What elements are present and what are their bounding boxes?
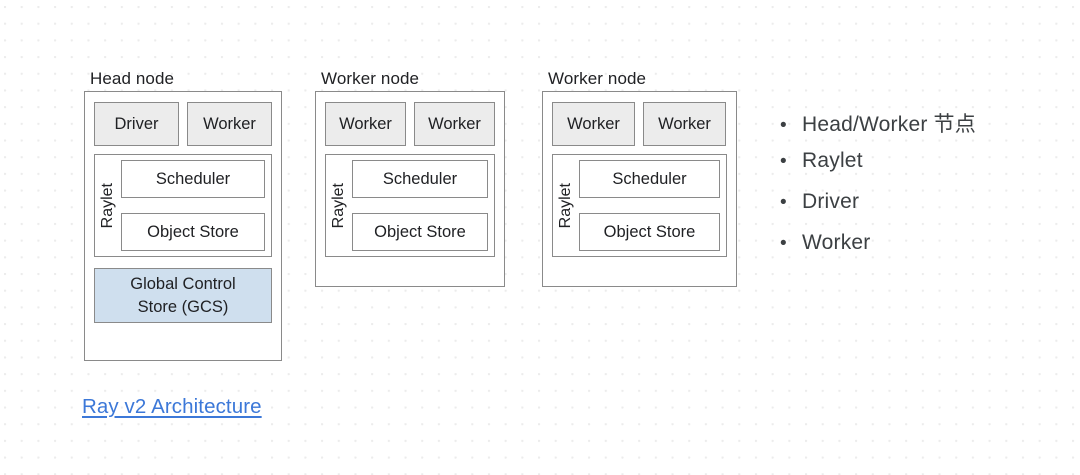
raylet-label-text: Raylet [330,182,347,229]
raylet-label-text: Raylet [99,182,116,229]
head-node-process-row: Driver Worker [94,102,272,146]
worker-node-1-raylet[interactable]: Raylet Scheduler Object Store [325,154,495,257]
object-store-box[interactable]: Object Store [121,213,265,251]
scheduler-box[interactable]: Scheduler [121,160,265,198]
worker-node-2-raylet-inner: Scheduler Object Store [579,155,726,256]
worker-box[interactable]: Worker [325,102,406,146]
driver-box[interactable]: Driver [94,102,179,146]
ray-architecture-link[interactable]: Ray v2 Architecture [82,395,262,418]
object-store-box[interactable]: Object Store [352,213,488,251]
bullet-label: Driver [802,190,860,213]
raylet-label: Raylet [553,155,579,256]
worker-box[interactable]: Worker [552,102,635,146]
gcs-line-2: Store (GCS) [137,297,229,316]
bullet-label: Worker [802,231,871,254]
worker-node-1-label: Worker node [321,69,420,88]
bullet-marker-icon: • [780,233,787,254]
worker-box[interactable]: Worker [643,102,726,146]
worker-box[interactable]: Worker [187,102,272,146]
list-item: • Head/Worker 节点 [780,108,976,149]
scheduler-box[interactable]: Scheduler [579,160,720,198]
list-item: • Raylet [780,149,976,190]
list-item: • Worker [780,231,976,272]
head-node-label: Head node [90,69,175,88]
bullet-list: • Head/Worker 节点 • Raylet • Driver • Wor… [780,108,976,272]
bullet-label: Raylet [802,149,863,172]
global-control-store-box[interactable]: Global Control Store (GCS) [94,268,272,323]
raylet-label: Raylet [326,155,352,256]
worker-node-2-raylet[interactable]: Raylet Scheduler Object Store [552,154,727,257]
bullet-marker-icon: • [780,151,787,172]
gcs-line-1: Global Control [130,275,236,294]
bullet-marker-icon: • [780,192,787,213]
worker-node-1-process-row: Worker Worker [325,102,495,146]
bullet-marker-icon: • [780,115,787,136]
scheduler-box[interactable]: Scheduler [352,160,488,198]
bullet-label: Head/Worker 节点 [802,113,976,136]
worker-node-2-process-row: Worker Worker [552,102,727,146]
raylet-label: Raylet [95,155,121,256]
worker-node-2-label: Worker node [548,69,647,88]
list-item: • Driver [780,190,976,231]
head-node-raylet[interactable]: Raylet Scheduler Object Store [94,154,272,257]
head-node-raylet-inner: Scheduler Object Store [121,155,271,256]
worker-node-1-raylet-inner: Scheduler Object Store [352,155,494,256]
object-store-box[interactable]: Object Store [579,213,720,251]
worker-box[interactable]: Worker [414,102,495,146]
raylet-label-text: Raylet [557,182,574,229]
